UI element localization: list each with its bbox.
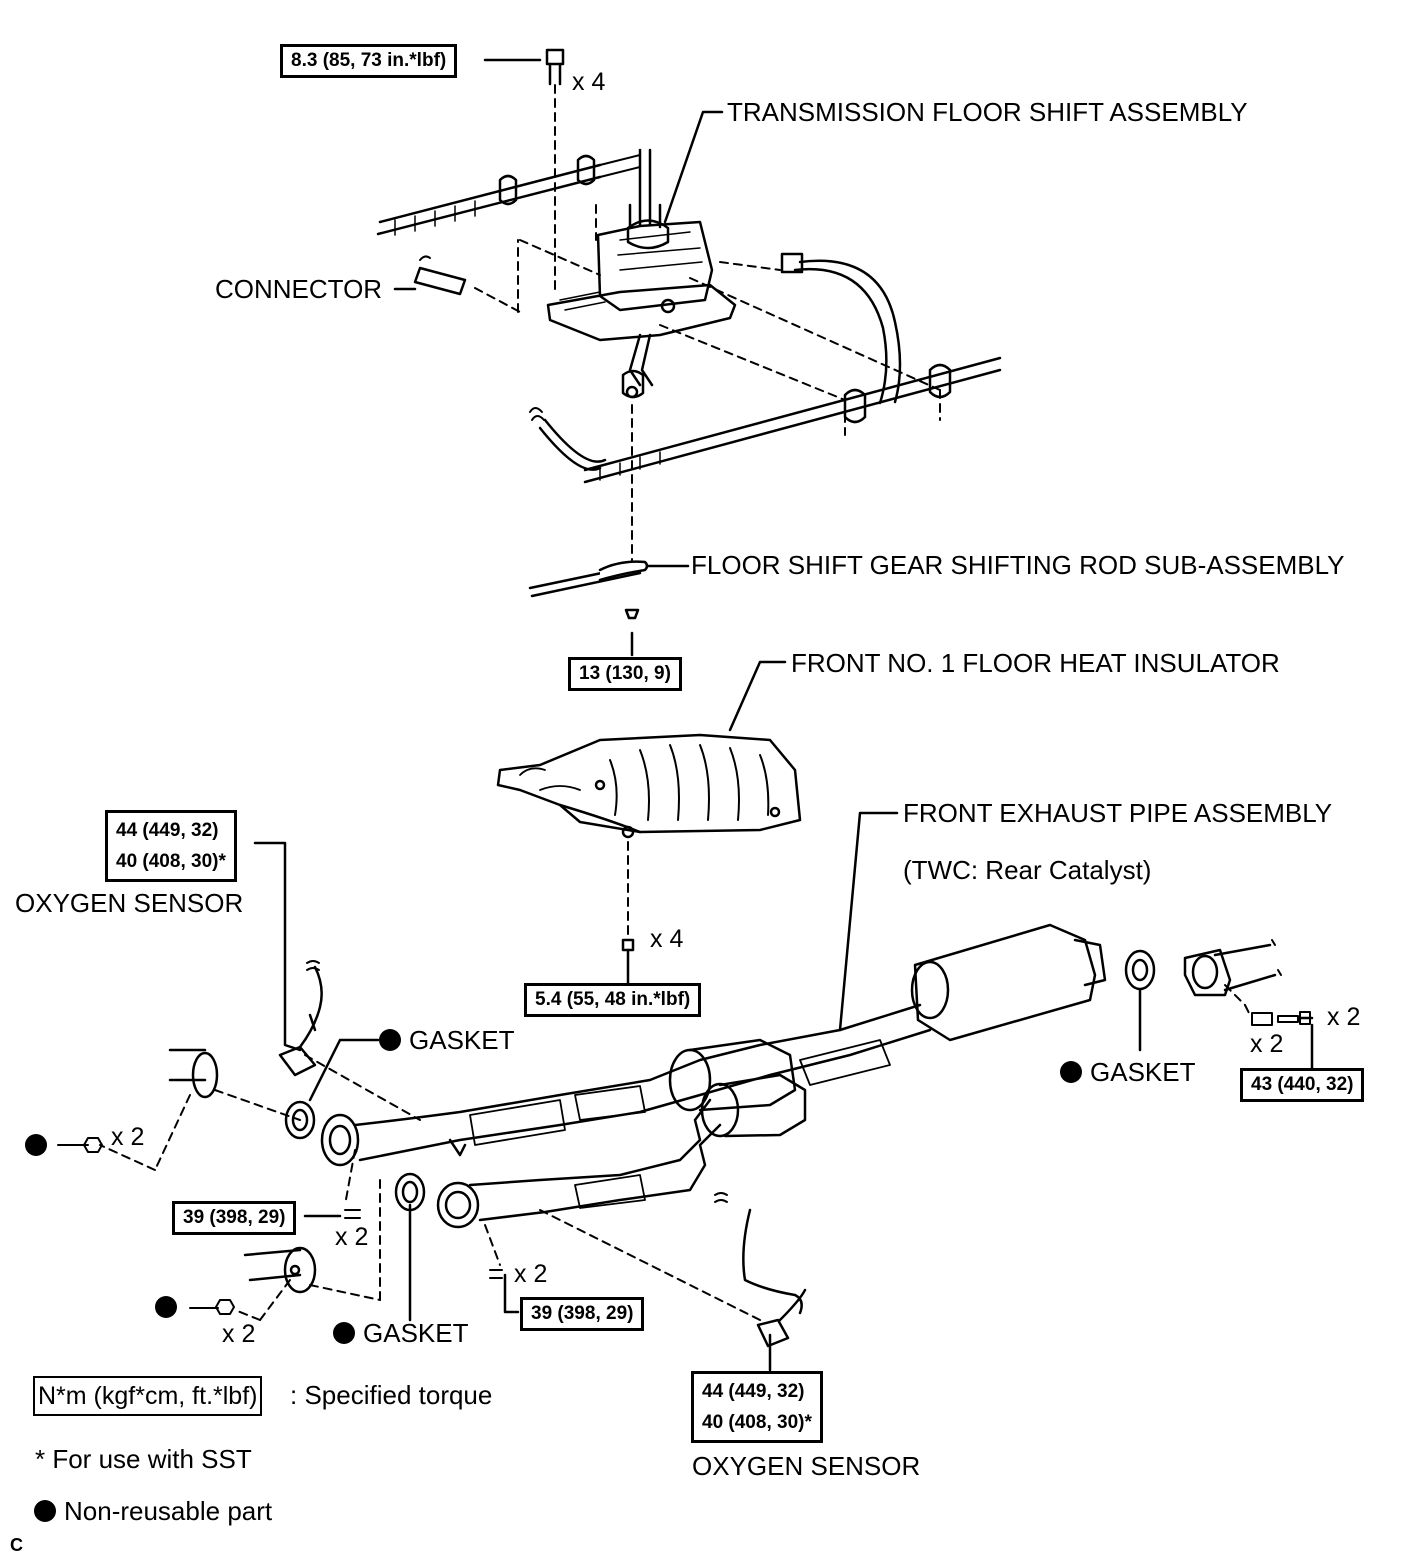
label-front-no1-floor-heat-insulator: FRONT NO. 1 FLOOR HEAT INSULATOR — [791, 648, 1280, 678]
torque-rod-nut: 13 (130, 9) — [568, 657, 682, 691]
qty-left-nut-upper: x 2 — [111, 1123, 145, 1151]
torque-shift-bolt: 8.3 (85, 73 in.*lbf) — [280, 44, 458, 78]
qty-stud-center: x 2 — [514, 1260, 548, 1288]
qty-insulator-nut: x 4 — [650, 925, 684, 953]
shifting-rod — [528, 560, 649, 620]
label-gasket-rear: GASKET — [1090, 1057, 1196, 1087]
assembly-dashed-lines — [99, 84, 1251, 1321]
qty-rear-bolt-b: x 2 — [1250, 1030, 1284, 1058]
legend-non-reusable: Non-reusable part — [64, 1496, 273, 1526]
oxygen-sensors — [278, 960, 807, 1348]
torque-stud-left: 39 (398, 29) — [172, 1201, 297, 1235]
torque-oxygen-sensor-upper-1: 44 (449, 32) — [116, 820, 219, 841]
non-reusable-icon-gasket-upper — [379, 1029, 401, 1051]
label-gasket-upper: GASKET — [409, 1025, 515, 1055]
heat-insulator-shape — [496, 733, 802, 952]
label-connector: CONNECTOR — [215, 274, 383, 304]
torque-oxygen-sensor-lower-1: 44 (449, 32) — [702, 1381, 805, 1402]
non-reusable-icon-gasket-lower — [333, 1322, 355, 1344]
label-oxygen-sensor-lower: OXYGEN SENSOR — [692, 1451, 921, 1481]
legend-non-reusable-icon — [34, 1500, 56, 1522]
label-floor-shift-gear-shifting-rod: FLOOR SHIFT GEAR SHIFTING ROD SUB-ASSEMB… — [691, 550, 1345, 580]
label-twc-rear-catalyst: (TWC: Rear Catalyst) — [903, 855, 1152, 885]
torque-oxygen-sensor-upper-2: 40 (408, 30)* — [116, 851, 226, 872]
torque-oxygen-sensor-lower: 44 (449, 32) 40 (408, 30)* — [691, 1371, 823, 1443]
legend-sst-note: * For use with SST — [35, 1444, 252, 1474]
legend-torque-desc: : Specified torque — [290, 1380, 493, 1410]
gaskets — [284, 949, 1156, 1212]
shift-bolt — [545, 48, 565, 86]
fasteners — [57, 1011, 1311, 1315]
torque-oxygen-sensor-upper: 44 (449, 32) 40 (408, 30)* — [105, 810, 237, 882]
corner-code: C — [10, 1535, 23, 1555]
torque-insulator-nut: 5.4 (55, 48 in.*lbf) — [524, 983, 702, 1017]
front-pipe-stubs — [168, 1048, 317, 1294]
legend-torque-unit: N*m (kgf*cm, ft.*lbf) — [33, 1376, 263, 1416]
torque-oxygen-sensor-lower-2: 40 (408, 30)* — [702, 1412, 812, 1433]
transmission-floor-shift-body — [546, 148, 737, 399]
label-front-exhaust-pipe-assembly: FRONT EXHAUST PIPE ASSEMBLY — [903, 798, 1333, 828]
leader-lines — [253, 58, 1314, 1372]
torque-rear-bolt: 43 (440, 32) — [1240, 1068, 1365, 1102]
label-transmission-floor-shift-assembly: TRANSMISSION FLOOR SHIFT ASSEMBLY — [727, 97, 1248, 127]
qty-stud-left: x 2 — [335, 1223, 369, 1251]
exhaust-pipe-shape — [320, 923, 1282, 1229]
non-reusable-icon-left-nut-lower — [155, 1296, 177, 1318]
label-gasket-lower: GASKET — [363, 1318, 469, 1348]
qty-shift-bolt: x 4 — [572, 68, 606, 96]
non-reusable-icon-left-nut-upper — [25, 1134, 47, 1156]
non-reusable-icon-gasket-rear — [1060, 1061, 1082, 1083]
label-oxygen-sensor-upper: OXYGEN SENSOR — [15, 888, 244, 918]
torque-stud-center: 39 (398, 29) — [520, 1297, 645, 1331]
shift-cable-assembly — [376, 154, 1002, 484]
qty-rear-bolt-a: x 2 — [1327, 1003, 1361, 1031]
qty-left-nut-lower: x 2 — [222, 1320, 256, 1348]
